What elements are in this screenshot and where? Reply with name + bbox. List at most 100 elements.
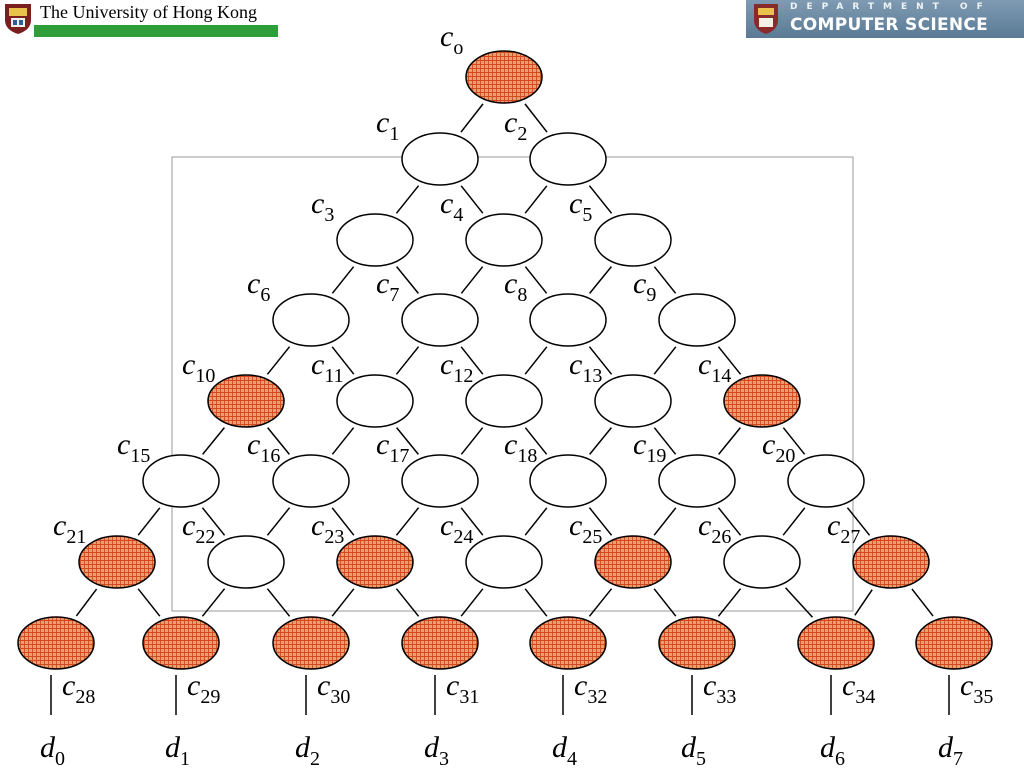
node-label-c6: c6	[247, 267, 270, 306]
edge	[653, 346, 677, 375]
leaf-label-d0: d0	[40, 731, 65, 768]
leaf-label-d3: d3	[424, 731, 449, 768]
edge	[524, 588, 548, 617]
node-c25-hatched	[594, 535, 672, 589]
node-label-c7: c7	[376, 267, 399, 306]
node-c21-hatched	[78, 535, 156, 589]
edge	[524, 266, 548, 294]
node-c1	[401, 132, 479, 186]
node-label-c18: c18	[504, 428, 537, 467]
edge	[784, 587, 814, 618]
edge	[653, 588, 677, 617]
node-c27-hatched	[852, 535, 930, 589]
edge	[524, 103, 548, 133]
node-label-c30: c30	[317, 669, 350, 708]
node-label-c23: c23	[311, 509, 344, 548]
edge	[717, 507, 742, 536]
edge	[653, 507, 677, 536]
dept-logo-top-text: DEPARTMENT OF	[790, 2, 992, 12]
node-label-c9: c9	[633, 267, 656, 306]
node-c10-hatched	[207, 374, 285, 428]
edge	[331, 266, 355, 294]
edge	[460, 427, 484, 455]
node-c9	[658, 293, 736, 347]
edge	[588, 588, 613, 617]
edge	[395, 185, 420, 214]
edge	[588, 507, 613, 536]
node-c6	[272, 293, 350, 347]
node-label-c34: c34	[842, 669, 875, 708]
node-c31-hatched	[401, 616, 479, 670]
edge	[718, 427, 741, 455]
node-label-c17: c17	[376, 428, 409, 467]
hku-green-bar	[34, 25, 278, 37]
leaf-label-d5: d5	[681, 731, 706, 768]
node-label-c19: c19	[633, 428, 666, 467]
node-c17	[401, 454, 479, 508]
edge	[588, 346, 613, 375]
node-label-c13: c13	[569, 348, 602, 387]
edge	[266, 588, 291, 617]
edge	[524, 427, 548, 455]
embedded-frame	[171, 156, 854, 612]
node-c30-hatched	[272, 616, 350, 670]
node-label-c20: c20	[762, 428, 795, 467]
node-label-c25: c25	[569, 509, 602, 548]
node-label-c10: c10	[182, 348, 215, 387]
node-c20	[787, 454, 865, 508]
leaf-label-d7: d7	[938, 731, 963, 768]
node-label-c33: c33	[703, 669, 736, 708]
edge	[524, 507, 548, 536]
node-label-c4: c4	[440, 187, 463, 226]
node-label-c14: c14	[698, 348, 731, 387]
edge	[137, 507, 161, 536]
node-c28-hatched	[17, 616, 95, 670]
edge	[460, 588, 484, 617]
edge	[331, 588, 355, 617]
node-c7	[401, 293, 479, 347]
edge	[782, 507, 806, 536]
node-c12	[465, 374, 543, 428]
node-c3	[336, 213, 414, 267]
node-label-c11: c11	[311, 348, 344, 387]
node-c22	[207, 535, 285, 589]
leaf-label-d4: d4	[552, 731, 577, 768]
leaf-label-d6: d6	[820, 731, 845, 768]
edge	[137, 588, 161, 617]
node-c4	[465, 213, 543, 267]
edge	[589, 427, 612, 455]
edge	[331, 427, 355, 455]
edge	[588, 185, 613, 214]
edge	[396, 427, 419, 455]
node-c24	[465, 535, 543, 589]
edge	[266, 507, 291, 536]
node-co-hatched	[465, 50, 543, 104]
node-label-co: co	[440, 20, 463, 59]
edge	[202, 427, 225, 455]
dept-logo: DEPARTMENT OF COMPUTER SCIENCE	[746, 0, 1024, 38]
edge	[782, 427, 806, 455]
node-c26	[723, 535, 801, 589]
node-label-c21: c21	[53, 509, 86, 548]
hku-logo-text: The University of Hong Kong	[40, 2, 257, 22]
edge	[717, 346, 742, 375]
node-c32-hatched	[529, 616, 607, 670]
edge	[460, 266, 484, 294]
node-label-c22: c22	[182, 509, 215, 548]
node-c11	[336, 374, 414, 428]
edge	[524, 346, 548, 375]
edge	[846, 507, 871, 536]
edge	[460, 507, 484, 536]
node-c16	[272, 454, 350, 508]
leaf-label-d2: d2	[295, 731, 320, 768]
node-c5	[594, 213, 672, 267]
edge	[395, 346, 420, 375]
edge	[653, 427, 677, 455]
edge	[460, 346, 484, 375]
node-label-c3: c3	[311, 187, 334, 226]
edge	[266, 346, 291, 375]
edge	[460, 185, 484, 214]
node-c8	[529, 293, 607, 347]
